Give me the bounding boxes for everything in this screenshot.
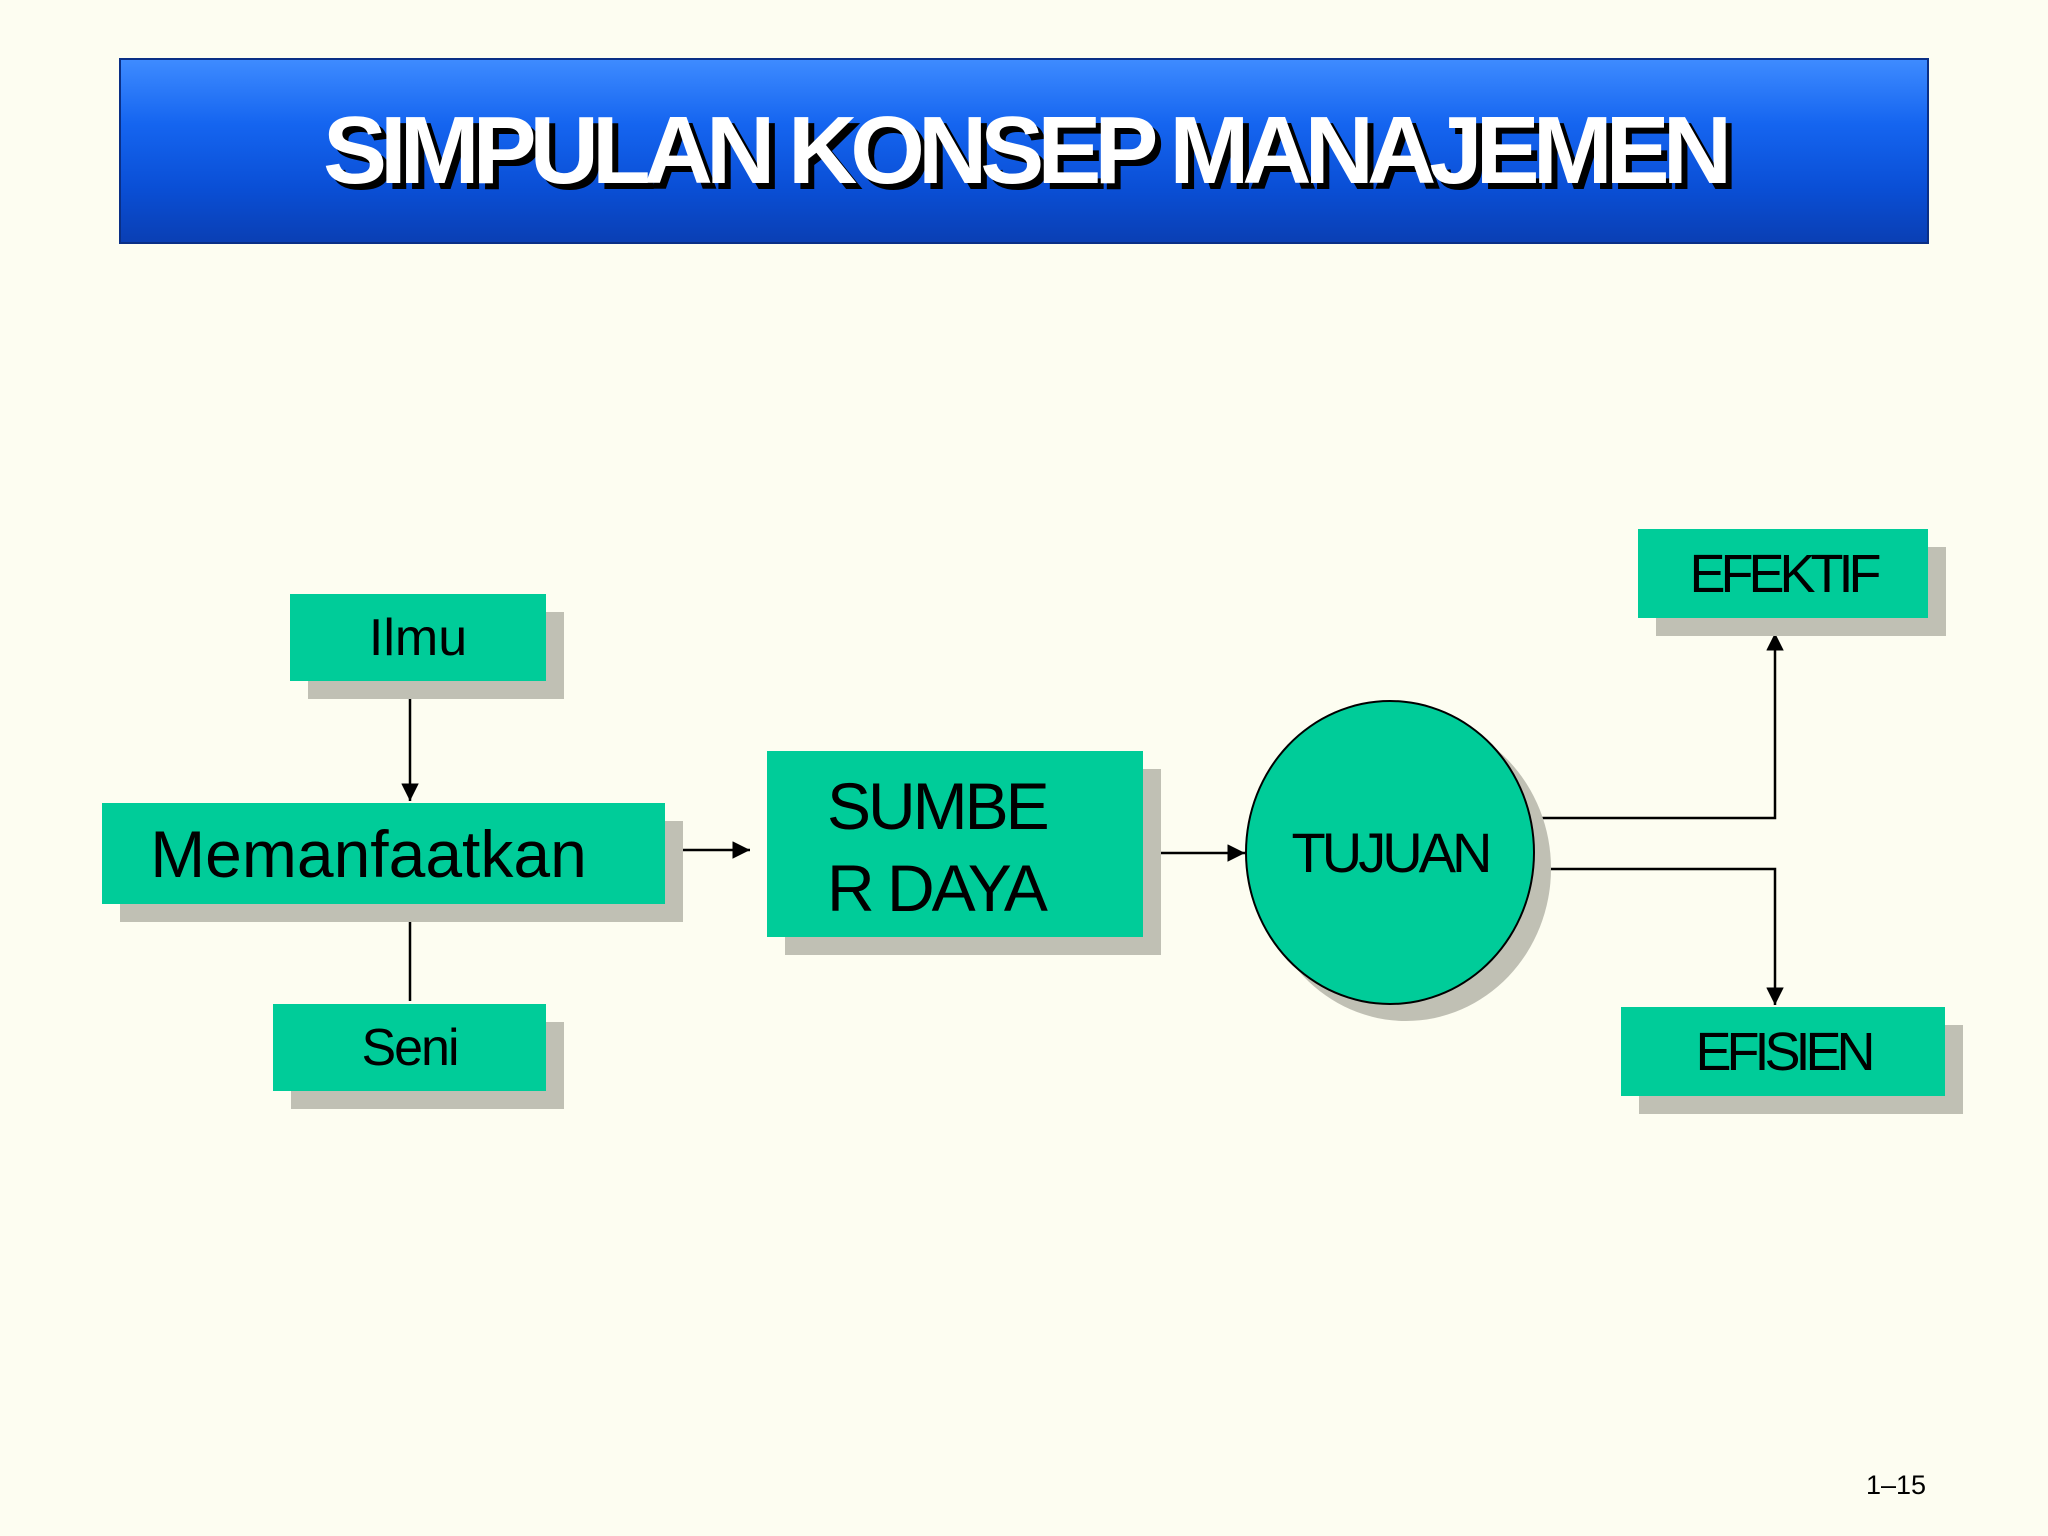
node-seni-label: Seni — [361, 1018, 459, 1077]
page-number: 1–15 — [1866, 1470, 1927, 1500]
node-tujuan-label: TUJUAN — [1291, 821, 1493, 884]
node-efisien: EFISIEN — [1621, 1007, 1945, 1096]
node-ilmu: Ilmu — [290, 594, 546, 681]
node-sumber-daya: SUMBER DAYA — [767, 751, 1143, 937]
node-sumber-daya-label: SUMBER DAYA — [827, 769, 1050, 925]
node-ilmu-label: Ilmu — [368, 608, 468, 667]
node-memanfaatkan: Memanfaatkan — [102, 803, 665, 904]
node-efektif-label: EFEKTIF — [1689, 543, 1881, 604]
node-tujuan: TUJUAN — [1245, 700, 1535, 1005]
edge-tujuan-to-efisien — [1535, 867, 1784, 1005]
edge-tujuan-to-efektif — [1535, 633, 1784, 820]
node-memanfaatkan-label: Memanfaatkan — [150, 816, 587, 891]
title-bar: SIMPULAN KONSEP MANAJEMEN — [119, 58, 1929, 244]
node-efektif: EFEKTIF — [1638, 529, 1928, 618]
slide-title: SIMPULAN KONSEP MANAJEMEN — [322, 97, 1732, 204]
node-efisien-label: EFISIEN — [1695, 1021, 1875, 1082]
node-seni: Seni — [273, 1004, 546, 1091]
